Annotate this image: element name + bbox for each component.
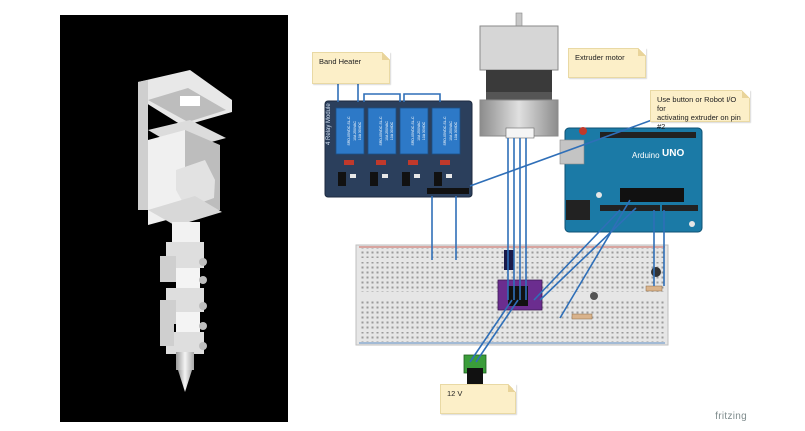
button-note: Use button or Robot I/O for activating e… [650,90,750,131]
button-note-line1: Use button or Robot I/O for [657,95,737,113]
relay-1: SRD-05VDC-SL-C 10A 250VAC 10A 30VDC [335,107,365,155]
relay-2: SRD-05VDC-SL-C 10A 250VAC 10A 30VDC [367,107,397,155]
relay-label: SRD-05VDC-SL-C [379,116,383,145]
relay-rating: 10A 250VAC [353,121,357,141]
power-jack [463,354,487,384]
relay-module-title: 4 Relay Module [326,103,332,145]
relay-module: 4 Relay Module SRD-05VDC-SL-C 10A 250VAC… [324,100,473,198]
relay-rating: 10A 250VAC [385,121,389,141]
arduino-brand: Arduino [632,151,660,160]
button-note-line2: activating extruder on pin #2 [657,113,741,131]
relay-4: SRD-05VDC-SL-C 10A 250VAC 10A 30VDC [431,107,461,155]
relay-rating: 10A 30VDC [358,121,362,140]
power-note: 12 V [440,384,516,414]
extruder-motor-label: Extruder motor [575,53,625,62]
relay-label: SRD-05VDC-SL-C [347,116,351,145]
power-label: 12 V [447,389,463,398]
relay-rating: 10A 30VDC [454,121,458,140]
extruder-motor-note: Extruder motor [568,48,646,78]
arduino-uno: Arduino UNO [559,127,703,233]
fritzing-watermark: fritzing [715,411,747,422]
band-heater-label: Band Heater [319,57,362,66]
relay-label: SRD-05VDC-SL-C [443,116,447,145]
breadboard [355,244,669,346]
relay-rating: 10A 30VDC [390,121,394,140]
relay-label: SRD-05VDC-SL-C [411,116,415,145]
band-heater-note: Band Heater [312,52,390,84]
wires [337,78,665,363]
relay-rating: 10A 30VDC [422,121,426,140]
stepper-motor [479,12,559,139]
relay-rating: 10A 250VAC [417,121,421,141]
relay-3: SRD-05VDC-SL-C 10A 250VAC 10A 30VDC [399,107,429,155]
relay-rating: 10A 250VAC [449,121,453,141]
arduino-model: UNO [662,148,684,159]
extruder-render [60,15,288,422]
